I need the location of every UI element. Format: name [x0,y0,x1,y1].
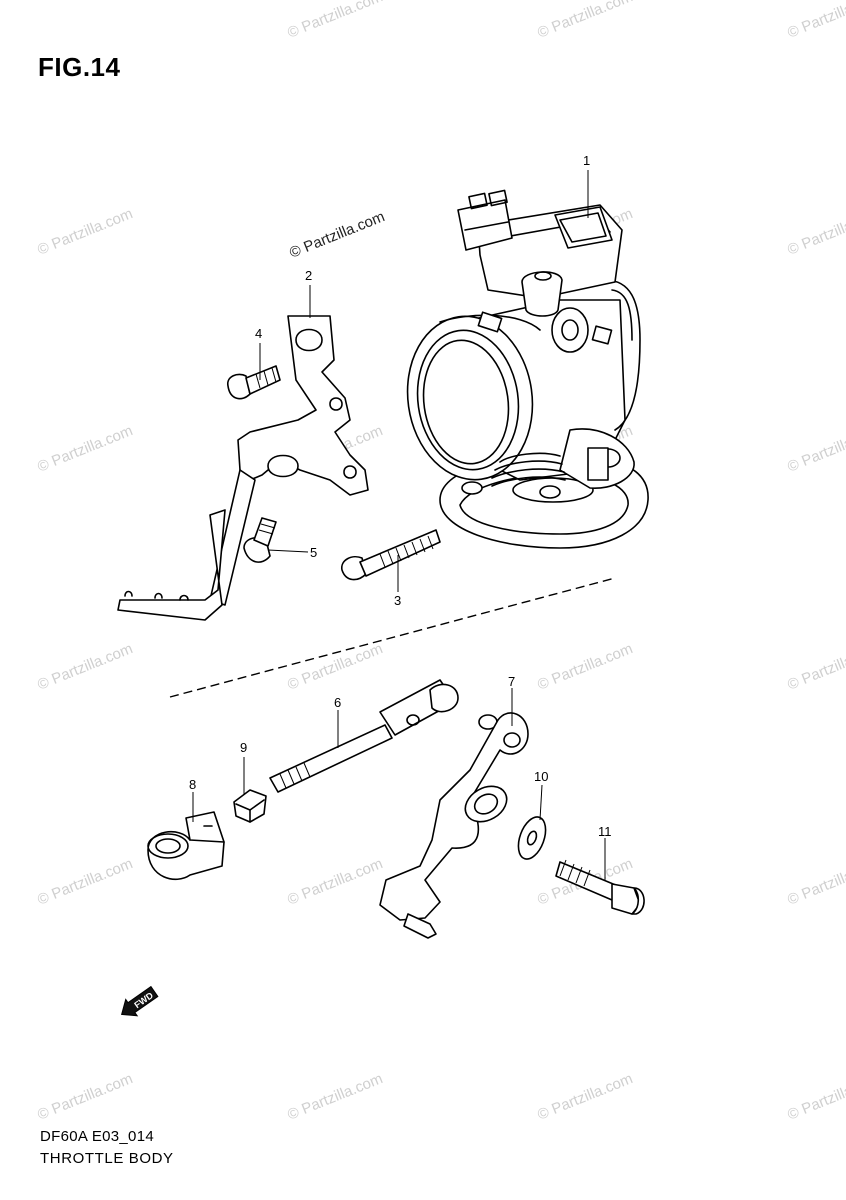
watermark: © Partzilla.com [785,422,846,476]
callout-5: 5 [310,545,317,560]
callout-1: 1 [583,153,590,168]
watermark: © Partzilla.com [285,640,385,694]
callout-4: 4 [255,326,262,341]
callout-labels: 1 2 3 4 5 6 7 8 9 10 11 [189,153,612,839]
figure-code: DF60A E03_014 [40,1128,154,1145]
callout-8: 8 [189,777,196,792]
watermark: © Partzilla.com [785,0,846,42]
watermark: © Partzilla.com [785,855,846,909]
leader-lines [192,170,606,880]
watermark: © Partzilla.com [785,1070,846,1124]
callout-10: 10 [534,769,548,784]
watermark: © Partzilla.com [785,640,846,694]
part-4-bolt[interactable] [227,365,281,400]
part-1-throttle-body[interactable] [397,189,649,549]
watermark: © Partzilla.com [785,205,846,259]
watermark: © Partzilla.com [285,0,385,42]
watermark-layer: © Partzilla.com © Partzilla.com © Partzi… [35,0,846,1124]
part-11-bolt[interactable] [555,859,645,915]
watermark: © Partzilla.com [35,422,135,476]
watermark: © Partzilla.com [535,1070,635,1124]
figure-title: FIG.14 [38,52,121,82]
watermark: © Partzilla.com [535,0,635,42]
watermark: © Partzilla.com [535,640,635,694]
callout-11: 11 [598,824,612,839]
figure-name: THROTTLE BODY [40,1150,174,1167]
part-3-bolt[interactable] [341,529,441,581]
fwd-arrow-icon: FWD [120,985,159,1017]
callout-7: 7 [508,674,515,689]
part-2-bracket[interactable] [117,315,369,621]
callout-9: 9 [240,740,247,755]
part-10-washer[interactable] [513,813,551,863]
watermark: © Partzilla.com [287,208,387,262]
callout-3: 3 [394,593,401,608]
watermark: © Partzilla.com [35,1070,135,1124]
part-6-throttle-rod[interactable] [269,679,459,793]
watermark: © Partzilla.com [285,1070,385,1124]
watermark: © Partzilla.com [35,205,135,259]
watermark: © Partzilla.com [35,855,135,909]
part-7-lever[interactable] [379,712,529,939]
assembly-divider [169,577,616,698]
part-8-joint-end[interactable] [147,811,225,880]
watermark: © Partzilla.com [35,640,135,694]
part-5-bolt[interactable] [243,517,277,563]
watermark: © Partzilla.com [285,855,385,909]
callout-6: 6 [334,695,341,710]
callout-2: 2 [305,268,312,283]
part-9-nut[interactable] [233,789,267,823]
